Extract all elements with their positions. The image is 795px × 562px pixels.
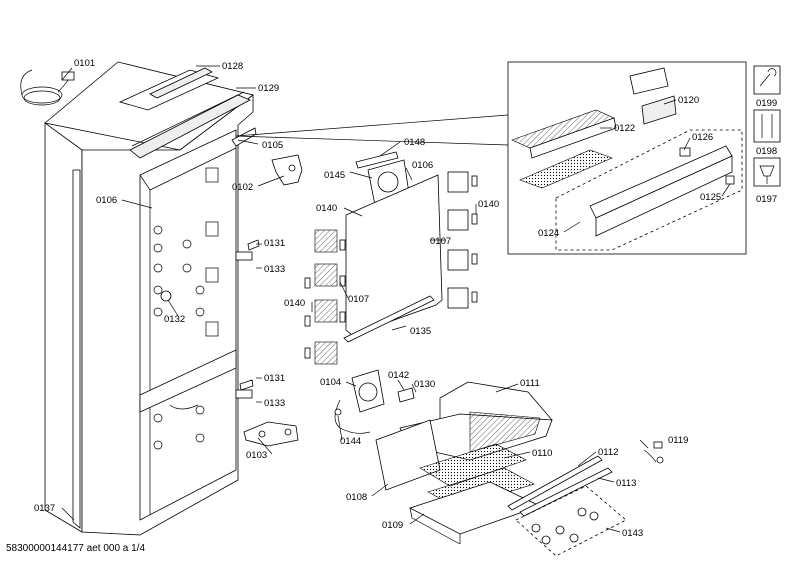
label-0125: 0125	[700, 192, 721, 203]
power-cord	[20, 69, 75, 106]
label-0112: 0112	[598, 447, 618, 458]
cabinet-housing	[44, 61, 254, 536]
clips-upper	[160, 239, 260, 302]
tool-icon-column: 0199 0198 0197	[753, 65, 781, 205]
label-0120: 0120	[678, 95, 699, 106]
rail-upper	[507, 455, 603, 511]
label-0137: 0137	[34, 503, 55, 514]
label-0133-lower: 0133	[264, 398, 285, 409]
label-0107-left: 0107	[348, 294, 369, 305]
air-duct	[399, 381, 553, 461]
wrench-icon	[753, 65, 781, 95]
label-0102: 0102	[232, 182, 253, 193]
label-0122: 0122	[614, 123, 635, 134]
label-0130: 0130	[414, 379, 435, 390]
drip-tray	[408, 481, 542, 535]
screws-icon	[753, 109, 781, 143]
tool-label-0198: 0198	[756, 146, 777, 157]
drain-strip	[343, 295, 435, 343]
filter-mat-upper	[419, 443, 527, 487]
label-0131-lower: 0131	[264, 373, 285, 384]
part-labels: 0101 0128 0129 0105 0102 0148 0106 0145 …	[34, 58, 721, 539]
label-0104: 0104	[320, 377, 341, 388]
label-0131-upper: 0131	[264, 238, 285, 249]
rail-lower	[519, 467, 613, 517]
label-0140-left: 0140	[284, 298, 305, 309]
label-0140-right: 0140	[478, 199, 499, 210]
label-0106-fan: 0106	[412, 160, 433, 171]
electronics-detail-box	[507, 61, 747, 255]
label-0132: 0132	[164, 314, 185, 325]
label-0129: 0129	[258, 83, 279, 94]
temperature-sensor	[643, 441, 664, 464]
label-0103: 0103	[246, 450, 267, 461]
filter-pads-right	[447, 171, 478, 309]
label-0124: 0124	[538, 228, 559, 239]
screw-set	[515, 485, 627, 557]
label-0108: 0108	[346, 492, 367, 503]
clips-lower	[235, 379, 254, 399]
label-0140-top: 0140	[316, 203, 337, 214]
filter-pads-left	[304, 229, 346, 365]
label-0148: 0148	[404, 137, 425, 148]
fan-motor	[334, 369, 415, 434]
label-0111: 0111	[520, 378, 540, 389]
label-0142: 0142	[388, 370, 409, 381]
evaporator-cover	[345, 174, 443, 336]
label-0135: 0135	[410, 326, 431, 337]
rear-plate	[375, 419, 441, 491]
label-0110: 0110	[532, 448, 552, 459]
tool-label-0199: 0199	[756, 98, 777, 109]
label-0143: 0143	[622, 528, 643, 539]
document-id-footer: 58300000144177 aet 000 a 1/4	[6, 543, 145, 554]
leader-lines	[61, 65, 731, 533]
label-0145: 0145	[324, 170, 345, 181]
label-0106-housing: 0106	[96, 195, 117, 206]
tool-label-0197: 0197	[756, 194, 777, 205]
label-0133-upper: 0133	[264, 264, 285, 275]
label-0119: 0119	[668, 435, 688, 446]
label-0126: 0126	[692, 132, 713, 143]
label-0107-right: 0107	[430, 236, 451, 247]
label-0113: 0113	[616, 478, 636, 489]
lower-hinge-bracket	[243, 421, 299, 447]
label-0128: 0128	[222, 61, 243, 72]
label-0144: 0144	[340, 436, 361, 447]
label-0105: 0105	[262, 140, 283, 151]
label-0101: 0101	[74, 58, 95, 69]
label-0109: 0109	[382, 520, 403, 531]
